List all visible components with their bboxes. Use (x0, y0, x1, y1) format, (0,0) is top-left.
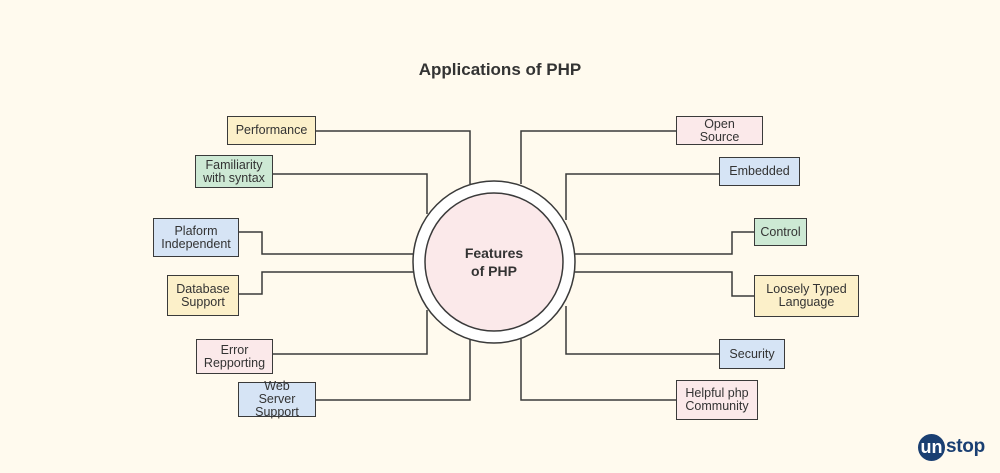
feature-box-error-reporting: Error Repporting (196, 339, 273, 374)
center-label-text: Features of PHP (464, 245, 524, 279)
connector-error-reporting (273, 310, 428, 355)
logo-mark: un (918, 433, 945, 461)
feature-label: Web Server Support (255, 379, 299, 419)
feature-label: Embedded (729, 164, 790, 178)
connector-platform (239, 231, 414, 255)
feature-label: Error Repporting (203, 342, 266, 370)
feature-box-helpful-community: Helpful php Community (676, 380, 758, 420)
unstop-logo: un stop (918, 432, 985, 462)
connector-web-server (316, 339, 471, 401)
logo-text: stop (946, 436, 985, 457)
feature-box-familiarity: Familiarity with syntax (195, 155, 273, 188)
diagram-title: Applications of PHP (418, 60, 582, 79)
connector-database (239, 271, 414, 295)
feature-box-platform-independent: Plaform Independent (153, 218, 239, 257)
center-inner-circle (424, 192, 564, 332)
connector-familiarity (273, 173, 428, 214)
feature-box-database-support: Database Support (167, 275, 239, 316)
feature-box-web-server-support: Web Server Support (238, 379, 316, 419)
connector-security (565, 306, 719, 355)
feature-label: Control (760, 224, 801, 239)
feature-label: Familiarity with syntax (203, 157, 265, 185)
connector-performance (316, 130, 471, 184)
feature-label: Plaform Independent (161, 223, 231, 251)
feature-label: Database Support (176, 281, 230, 309)
connector-control (575, 231, 754, 255)
center-node-label: Features of PHP (426, 244, 562, 280)
feature-label: Loosely Typed Language (766, 282, 847, 309)
connector-helpful-community (520, 339, 676, 401)
feature-label: Security (729, 346, 775, 361)
connector-loosely-typed (575, 271, 754, 297)
connector-embedded (565, 173, 719, 220)
feature-label: Performance (235, 123, 308, 137)
feature-box-security: Security (719, 339, 785, 369)
feature-label: Helpful php Community (685, 386, 749, 413)
feature-box-performance: Performance (227, 116, 316, 145)
feature-box-open-source: Open Source (676, 116, 763, 145)
feature-box-loosely-typed: Loosely Typed Language (754, 275, 859, 317)
feature-label: Open Source (699, 116, 740, 144)
feature-box-embedded: Embedded (719, 157, 800, 186)
feature-box-control: Control (754, 218, 807, 246)
connector-open-source (520, 130, 676, 184)
